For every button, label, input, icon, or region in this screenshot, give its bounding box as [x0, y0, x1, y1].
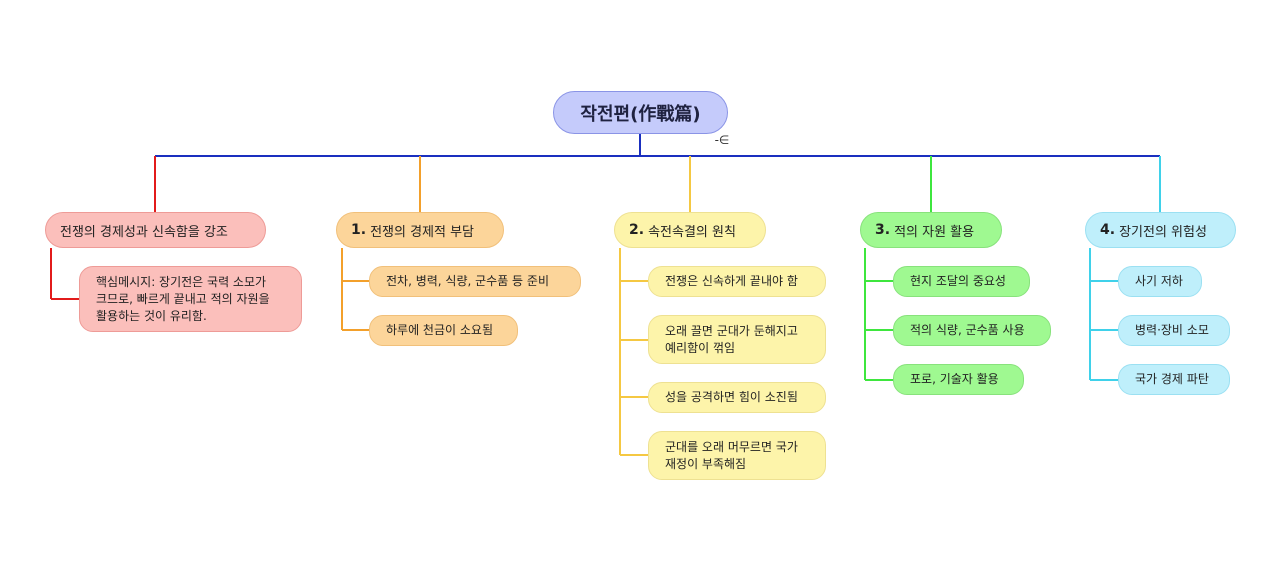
leaf-node-prolonged-dull[interactable]: 오래 끌면 군대가 둔해지고 예리함이 꺾임: [648, 315, 826, 364]
leaf-text-line: 성을 공격하면 힘이 소진됨: [665, 390, 798, 404]
leaf-text-line: 군대를 오래 머무르면 국가: [665, 439, 798, 454]
leaf-node-equipment-loss[interactable]: 병력·장비 소모: [1118, 315, 1230, 346]
leaf-text-line: 전쟁은 신속하게 끝내야 함: [665, 274, 798, 288]
leaf-node-core-message[interactable]: 핵심메시지: 장기전은 국력 소모가 크므로, 빠르게 끝내고 적의 자원을 활…: [79, 266, 302, 332]
leaf-node-daily-cost[interactable]: 하루에 천금이 소요됨: [369, 315, 518, 346]
branch-label: 장기전의 위험성: [1119, 224, 1207, 240]
branch-number: 3.: [875, 222, 891, 238]
branch-number: 4.: [1100, 222, 1116, 238]
leaf-text-line: 포로, 기술자 활용: [910, 372, 999, 386]
leaf-node-economic-collapse[interactable]: 국가 경제 파탄: [1118, 364, 1230, 395]
leaf-node-local-supply[interactable]: 현지 조달의 중요성: [893, 266, 1030, 297]
leaf-text-line: 적의 식량, 군수품 사용: [910, 323, 1025, 337]
leaf-node-prisoners[interactable]: 포로, 기술자 활용: [893, 364, 1024, 395]
leaf-text-line: 크므로, 빠르게 끝내고 적의 자원을: [96, 291, 270, 306]
leaf-text-line: 재정이 부족해짐: [665, 456, 747, 471]
leaf-node-preparation[interactable]: 전차, 병력, 식량, 군수품 등 준비: [369, 266, 581, 297]
leaf-text-line: 국가 경제 파탄: [1135, 372, 1209, 386]
leaf-node-siege-exhausts[interactable]: 성을 공격하면 힘이 소진됨: [648, 382, 826, 413]
collapse-toggle-icon[interactable]: -∈: [714, 133, 730, 147]
branch-node-economic-burden[interactable]: 1. 전쟁의 경제적 부담: [336, 212, 504, 248]
leaf-node-morale-drop[interactable]: 사기 저하: [1118, 266, 1202, 297]
branch-label: 전쟁의 경제적 부담: [370, 224, 475, 240]
leaf-text-line: 전차, 병력, 식량, 군수품 등 준비: [386, 274, 549, 288]
branch-node-economy-speed[interactable]: 전쟁의 경제성과 신속함을 강조: [45, 212, 266, 248]
root-node[interactable]: 작전편(作戰篇): [553, 91, 728, 134]
leaf-text-line: 병력·장비 소모: [1135, 323, 1209, 337]
branch-node-swift-victory[interactable]: 2. 속전속결의 원칙: [614, 212, 766, 248]
leaf-text-line: 오래 끌면 군대가 둔해지고: [665, 323, 798, 338]
leaf-text-line: 활용하는 것이 유리함.: [96, 308, 207, 323]
leaf-text-line: 핵심메시지: 장기전은 국력 소모가: [96, 274, 267, 289]
branch-number: 2.: [629, 222, 645, 238]
branch-node-long-war-risk[interactable]: 4. 장기전의 위험성: [1085, 212, 1236, 248]
branch-number: 1.: [351, 222, 367, 238]
leaf-text-line: 예리함이 꺾임: [665, 340, 736, 355]
branch-label: 속전속결의 원칙: [648, 224, 736, 240]
leaf-text-line: 하루에 천금이 소요됨: [386, 323, 493, 337]
leaf-text-line: 현지 조달의 중요성: [910, 274, 1006, 288]
leaf-text-line: 사기 저하: [1135, 274, 1183, 288]
branch-label: 전쟁의 경제성과 신속함을 강조: [60, 224, 228, 240]
leaf-node-enemy-food[interactable]: 적의 식량, 군수품 사용: [893, 315, 1051, 346]
branch-node-enemy-resources[interactable]: 3. 적의 자원 활용: [860, 212, 1002, 248]
branch-label: 적의 자원 활용: [894, 224, 975, 240]
leaf-node-finance-shortage[interactable]: 군대를 오래 머무르면 국가 재정이 부족해짐: [648, 431, 826, 480]
leaf-node-end-quickly[interactable]: 전쟁은 신속하게 끝내야 함: [648, 266, 826, 297]
